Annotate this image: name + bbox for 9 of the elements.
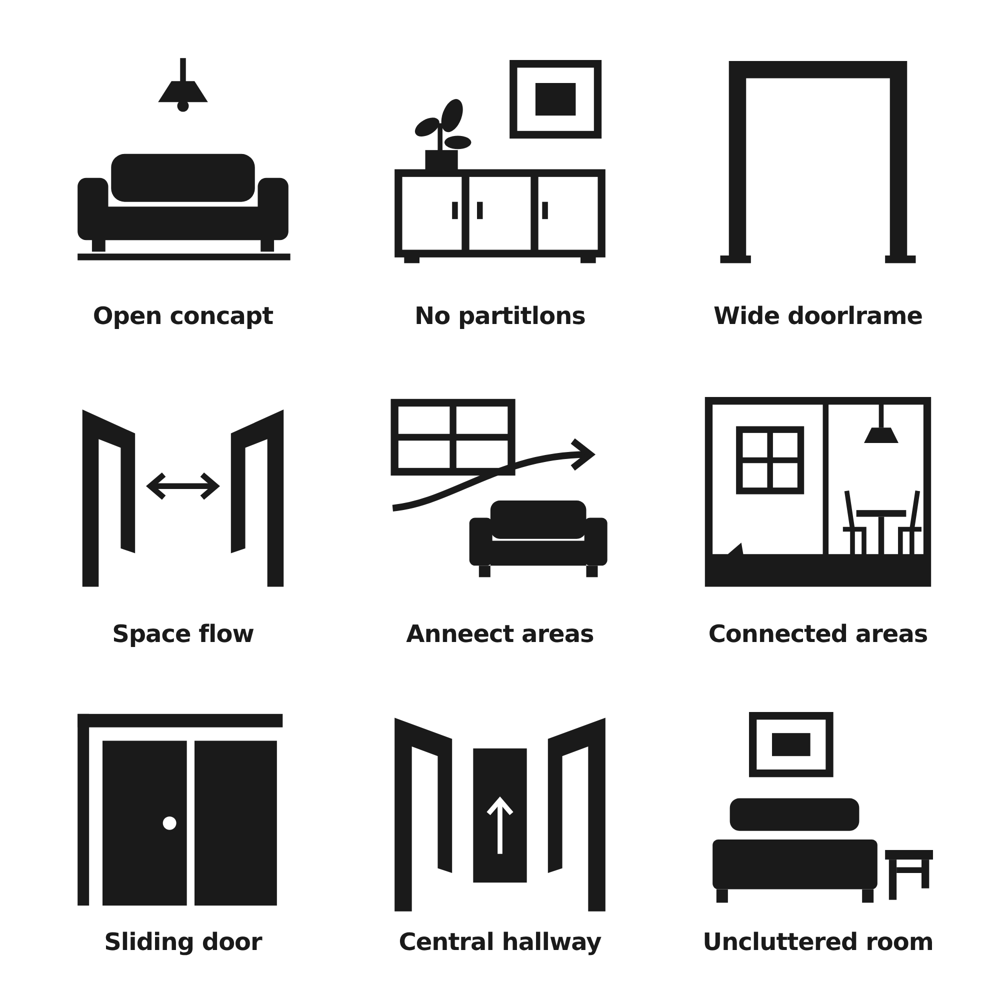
icon-caption: Sliding door [104,928,262,956]
icon-caption: Open concapt [92,302,274,330]
icon-caption: Central hallway [398,928,602,956]
icon-caption: No partitlons [414,302,586,330]
icon-caption: Anneect areas [406,620,594,648]
icon-caption: Connected areas [708,620,928,648]
icon-caption: Uncluttered room [702,928,934,956]
icon-caption: Space flow [112,620,254,648]
icon-caption: Wide doorlrame [713,302,923,330]
